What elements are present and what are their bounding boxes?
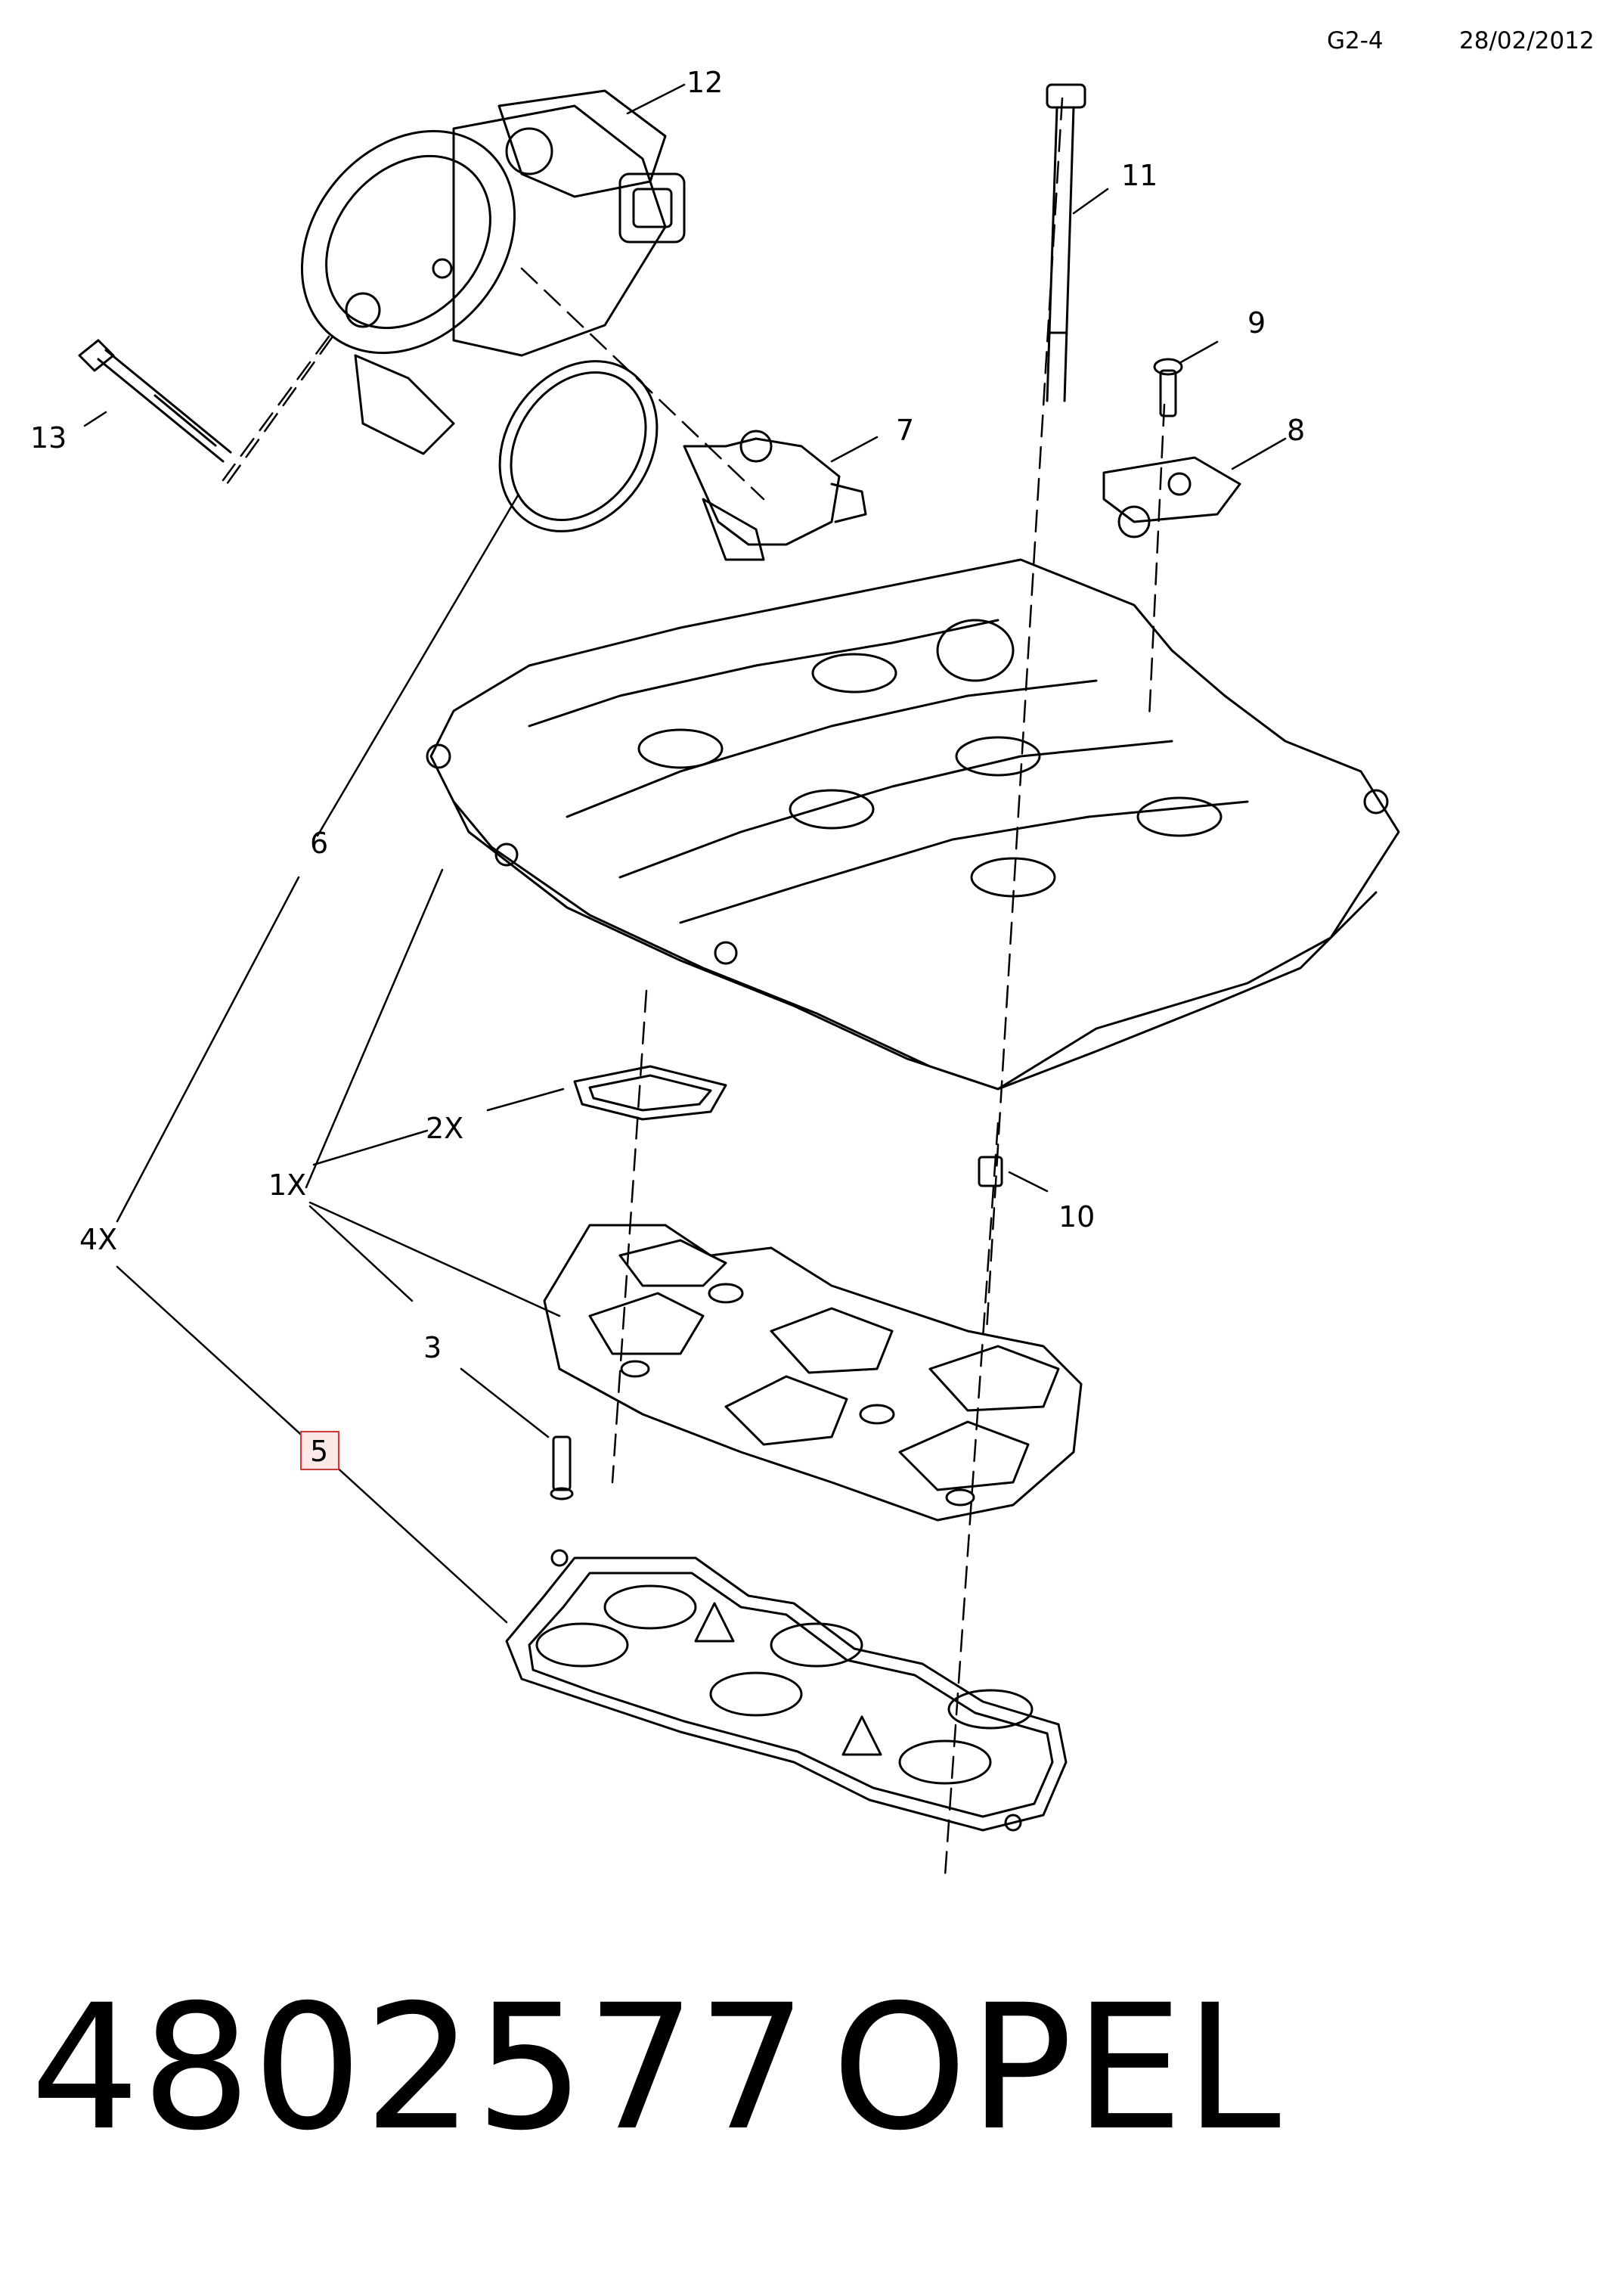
callout-5-highlight: 5 [300,1431,339,1470]
callout-3: 3 [423,1331,442,1364]
leader-lines [83,83,1287,1624]
callout-5: 5 [310,1435,328,1468]
bolt-part-13 [78,339,232,463]
callout-7: 7 [896,414,914,447]
purge-valve-part-7 [683,430,867,561]
callout-4x: 4X [79,1223,117,1256]
lower-manifold-part-4 [543,1224,1083,1522]
callout-8: 8 [1287,414,1305,447]
callout-10: 10 [1058,1200,1095,1233]
sensor-part-8 [1102,456,1241,538]
sheet-code: G2-4 [1327,27,1384,54]
gasket-part-2 [573,1065,727,1121]
callout-11: 11 [1121,159,1158,192]
callout-2x: 2X [426,1112,463,1145]
callout-13: 13 [30,421,67,455]
spacer-part-10 [978,1156,1003,1187]
part-number: 4802577 [30,1967,809,2168]
callout-12: 12 [686,66,723,99]
intake-manifold-part-1 [426,558,1400,1091]
lower-gasket-part-5 [505,1549,1068,1832]
callout-9: 9 [1247,306,1266,340]
callout-6: 6 [310,827,328,860]
callout-1x: 1X [268,1168,306,1202]
brand-name: OPEL [832,1967,1283,2168]
long-bolt-part-11 [1046,83,1086,402]
screw-part-9 [1153,358,1183,417]
sheet-date: 28/02/2012 [1459,27,1595,54]
callout-labels: 1X 2X 3 4X 5 6 7 8 9 10 11 12 13 [30,66,1305,1470]
seal-ring-part-6 [498,360,659,532]
bolt-part-3 [550,1435,574,1500]
assembly-axis-lines [222,97,1166,1877]
throttle-body-part-12 [300,89,686,455]
